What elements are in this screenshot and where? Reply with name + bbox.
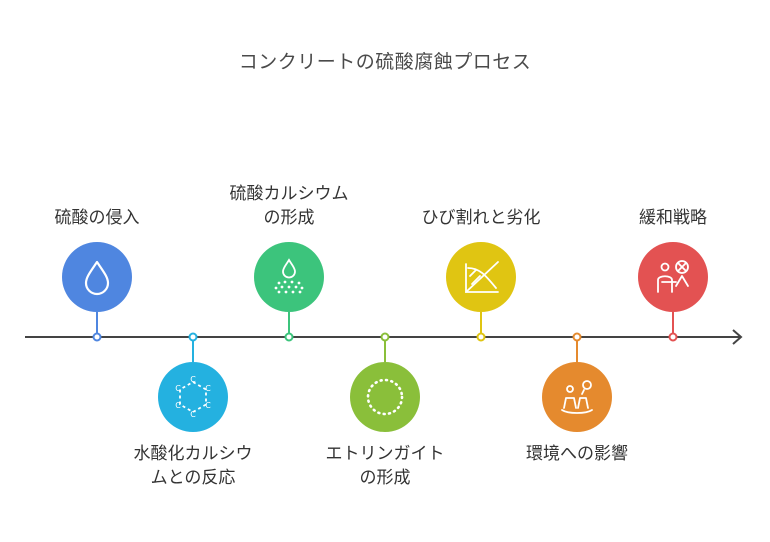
step-label-calcium-sulfate-formation: 硫酸カルシウム の形成	[229, 184, 349, 228]
step-label-mitigation-strategies: 緩和戦略	[639, 208, 707, 228]
step-circle-environmental-impact	[542, 362, 612, 432]
svg-text:C: C	[190, 375, 196, 384]
step-circle-cracking-deterioration	[446, 242, 516, 312]
diagram-title: コンクリートの硫酸腐蝕プロセス	[238, 51, 532, 73]
axis-node	[284, 332, 294, 342]
svg-text:C: C	[205, 384, 211, 393]
step-label-calcium-hydroxide-reaction: 水酸化カルシウ ムとの反応	[133, 444, 253, 488]
impact-figures-icon	[561, 380, 593, 414]
step-circle-mitigation-strategies	[638, 242, 708, 312]
axis-node	[380, 332, 390, 342]
step-label-ettringite-formation: エトリンガイト の形成	[325, 444, 445, 488]
svg-text:C: C	[190, 410, 196, 419]
step-circle-calcium-hydroxide-reaction: C C C C C C	[158, 362, 228, 432]
step-circle-calcium-sulfate-formation	[254, 242, 324, 312]
axis-node	[572, 332, 582, 342]
step-circle-ettringite-formation	[350, 362, 420, 432]
svg-text:C: C	[175, 401, 181, 410]
axis-node	[476, 332, 486, 342]
axis-node	[668, 332, 678, 342]
step-label-cracking-deterioration: ひび割れと劣化	[421, 208, 541, 228]
connectors	[92, 312, 678, 362]
step-label-environmental-impact: 環境への影響	[526, 444, 628, 464]
dotted-circle-icon	[366, 378, 404, 416]
svg-text:C: C	[205, 401, 211, 410]
hexagon-molecule-icon: C C C C C C	[175, 375, 211, 419]
svg-text:C: C	[175, 384, 181, 393]
step-label-acid-intrusion: 硫酸の侵入	[54, 208, 140, 228]
axis-arrowhead	[732, 329, 743, 345]
strategy-person-icon	[657, 260, 689, 293]
axis-node	[92, 332, 102, 342]
water-drop-icon	[84, 260, 110, 296]
step-circle-acid-intrusion	[62, 242, 132, 312]
cracked-crossed-icon	[465, 261, 499, 293]
axis-node	[188, 332, 198, 342]
drop-particles-icon	[274, 258, 304, 294]
